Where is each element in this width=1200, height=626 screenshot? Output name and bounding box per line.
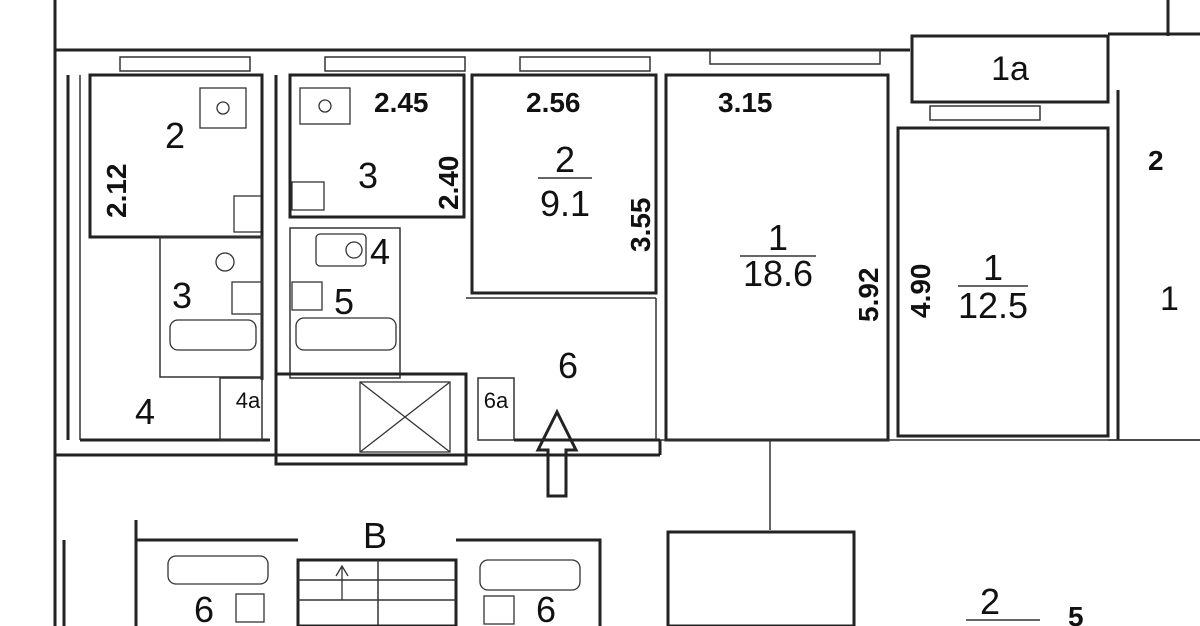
- washbasin-icon: [315, 233, 367, 267]
- stair-outline: [296, 558, 458, 626]
- bathtub-icon: [295, 317, 397, 351]
- room-large-dim-h: 5.92: [853, 268, 884, 323]
- stair-arrow-icon: [335, 564, 349, 600]
- loggia-box: [910, 34, 1110, 104]
- room-right-outline: [896, 126, 1110, 438]
- room-large-area: 18.6: [743, 253, 813, 294]
- bath-mid-dim-h: 2.40: [433, 156, 464, 211]
- room-right-number: 1: [983, 247, 1003, 288]
- bathtub-icon: [169, 319, 257, 351]
- window-strips: [119, 49, 1041, 121]
- toilet-icon: [233, 195, 263, 233]
- closet-6a-number: 6а: [484, 388, 509, 413]
- bath-left-number: 2: [165, 115, 185, 156]
- room-small-number: 2: [555, 139, 575, 180]
- wc-mid-outline: [289, 227, 401, 379]
- room-small-dim-w: 2.56: [526, 87, 581, 118]
- bath-bottom-mid-number: 6: [536, 589, 556, 626]
- washbasin-icon: [215, 252, 235, 272]
- room-small-outline: [470, 73, 658, 295]
- hall-left-number: 4: [135, 391, 155, 432]
- toilet-icon: [291, 281, 323, 311]
- bathtub-icon: [167, 555, 269, 585]
- room-small-dim-h: 3.55: [625, 198, 656, 253]
- room-small-area: 9.1: [540, 183, 590, 224]
- bath-mid-outline: [288, 73, 466, 219]
- room-right-dim-h: 4.90: [905, 264, 936, 319]
- wc-mid-b-number: 5: [334, 281, 354, 322]
- lift-icon: [359, 381, 451, 453]
- bathtub-icon: [479, 559, 581, 591]
- section-label: В: [363, 515, 387, 556]
- hall-main-number: 6: [558, 345, 578, 386]
- closet-4a-number: 4а: [236, 388, 261, 413]
- bath-bottom-left-number: 6: [194, 589, 214, 626]
- closet-6a-outline: [477, 377, 515, 441]
- sink-icon: [199, 87, 247, 129]
- entrance-arrow-icon: [535, 408, 579, 498]
- bath-left-dim: 2.12: [101, 164, 132, 219]
- bottom-right-room-number: 2: [980, 581, 1000, 622]
- sink-icon: [299, 87, 351, 125]
- room-right-area: 12.5: [958, 285, 1028, 326]
- wc-left-number: 3: [172, 275, 192, 316]
- bottom-room-outline: [666, 530, 856, 626]
- bath-mid-dim-w: 2.45: [374, 87, 429, 118]
- room-large-number: 1: [768, 217, 788, 258]
- wc-mid-a-number: 4: [370, 231, 390, 272]
- edge-label-right-top: 2: [1148, 145, 1164, 176]
- toilet-icon: [231, 281, 263, 315]
- room-large-dim-w: 3.15: [718, 87, 773, 118]
- toilet-icon: [235, 593, 265, 623]
- bath-mid-number: 3: [358, 155, 378, 196]
- loggia-label: 1а: [991, 50, 1029, 88]
- edge-label-right-mid: 1: [1160, 280, 1179, 318]
- toilet-icon: [291, 181, 325, 211]
- edge-label-bottom-right: 5: [1068, 601, 1084, 626]
- closet-4a-outline: [219, 377, 263, 441]
- toilet-icon: [483, 595, 515, 625]
- lift-shaft-outline: [274, 372, 468, 466]
